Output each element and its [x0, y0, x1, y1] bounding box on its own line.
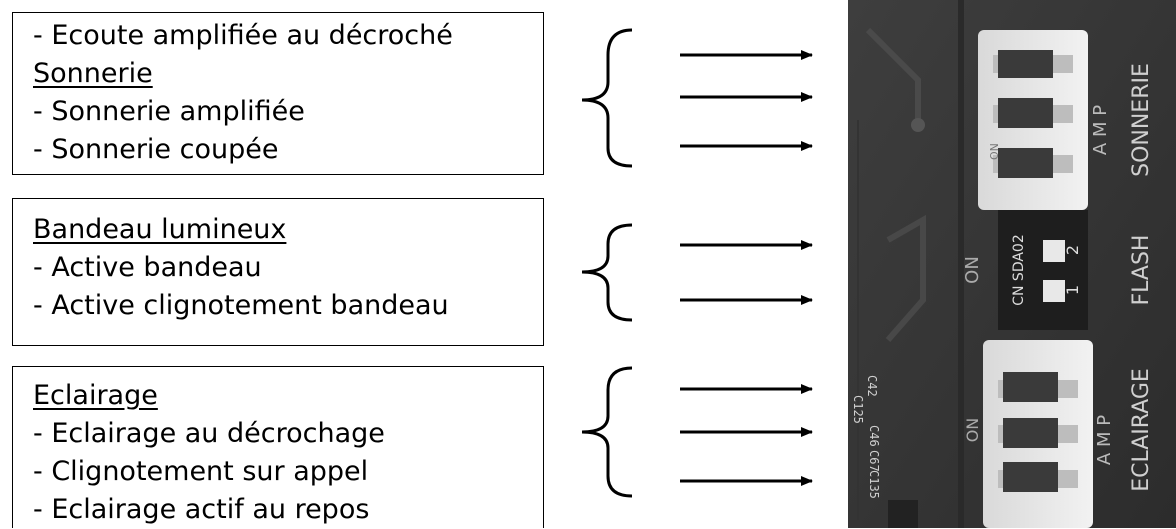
svg-text:ON: ON: [962, 256, 983, 284]
svg-text:A M P: A M P: [1090, 105, 1111, 155]
svg-text:CN SDA02: CN SDA02: [1011, 234, 1027, 306]
svg-text:ON: ON: [963, 418, 982, 443]
dip-switch: CN SDA02 2 1: [998, 210, 1088, 330]
heading-bandeau-lumineux: Bandeau lumineux: [33, 214, 287, 245]
svg-text:C125: C125: [851, 395, 865, 424]
brace-sonnerie: [581, 28, 633, 168]
svg-text:2: 2: [1063, 245, 1082, 255]
label-sonnerie-amplifiee: - Sonnerie amplifiée: [33, 96, 305, 127]
group-box-bandeau: Bandeau lumineux - Active bandeau - Acti…: [12, 198, 544, 346]
label-clignotement-appel: - Clignotement sur appel: [33, 456, 369, 487]
svg-text:ECLAIRAGE: ECLAIRAGE: [1129, 368, 1154, 492]
label-active-clignotement: - Active clignotement bandeau: [33, 290, 449, 321]
group-box-eclairage: Eclairage - Eclairage au décrochage - Cl…: [12, 366, 544, 528]
bottom-connector: [983, 340, 1093, 528]
svg-text:FLASH: FLASH: [1129, 235, 1154, 306]
label-eclairage-repos: - Eclairage actif au repos: [33, 494, 370, 525]
svg-text:C135: C135: [867, 470, 881, 499]
svg-text:C46: C46: [867, 425, 881, 447]
svg-text:ON: ON: [988, 143, 1001, 160]
group-box-ecoute-sonnerie: - Ecoute amplifiée au décroché Sonnerie …: [12, 12, 544, 175]
label-sonnerie-coupee: - Sonnerie coupée: [33, 134, 279, 165]
heading-sonnerie: Sonnerie: [33, 58, 153, 89]
label-ecoute-amplifiee: - Ecoute amplifiée au décroché: [33, 20, 453, 51]
svg-text:A M P: A M P: [1094, 415, 1115, 465]
label-eclairage-decrochage: - Eclairage au décrochage: [33, 418, 385, 449]
heading-eclairage: Eclairage: [33, 380, 158, 411]
top-connector: ON: [978, 30, 1088, 210]
svg-text:1: 1: [1063, 285, 1082, 295]
brace-eclairage: [581, 366, 633, 498]
connector-overlay: [581, 28, 813, 498]
label-active-bandeau: - Active bandeau: [33, 252, 262, 283]
brace-bandeau: [581, 223, 633, 322]
svg-text:SONNERIE: SONNERIE: [1129, 63, 1154, 177]
circuit-board-photo: ON SONNERIE A M P CN SDA02 2 1 FLASH ON …: [848, 0, 1176, 528]
svg-text:C42: C42: [865, 375, 879, 397]
svg-text:C67: C67: [867, 450, 881, 472]
